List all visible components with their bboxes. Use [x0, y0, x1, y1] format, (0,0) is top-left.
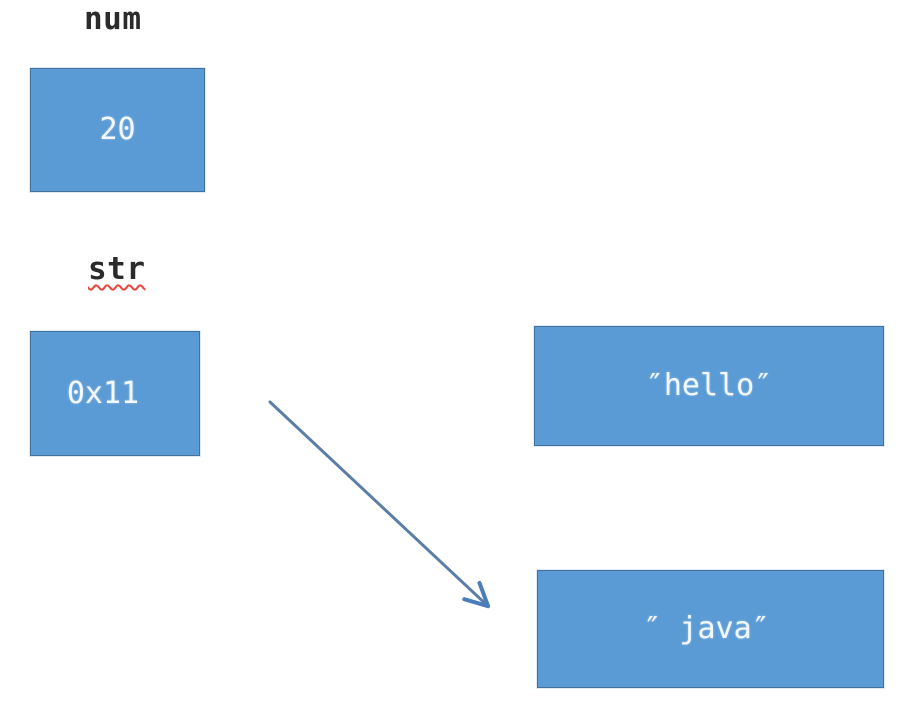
memory-box-num: 20 — [30, 68, 205, 192]
variable-label-num: num — [84, 1, 142, 37]
memory-box-str: 0x11 — [30, 331, 200, 456]
variable-label-str: str — [88, 251, 146, 287]
heap-box-hello: ″hello″ — [534, 326, 884, 446]
memory-box-num-value: 20 — [99, 112, 136, 147]
reference-arrow-line — [268, 400, 486, 605]
heap-box-hello-value: ″hello″ — [645, 368, 773, 403]
heap-box-java-value: ″ java″ — [643, 611, 770, 646]
heap-box-java: ″ java″ — [537, 570, 884, 688]
memory-box-str-value: 0x11 — [66, 375, 140, 411]
